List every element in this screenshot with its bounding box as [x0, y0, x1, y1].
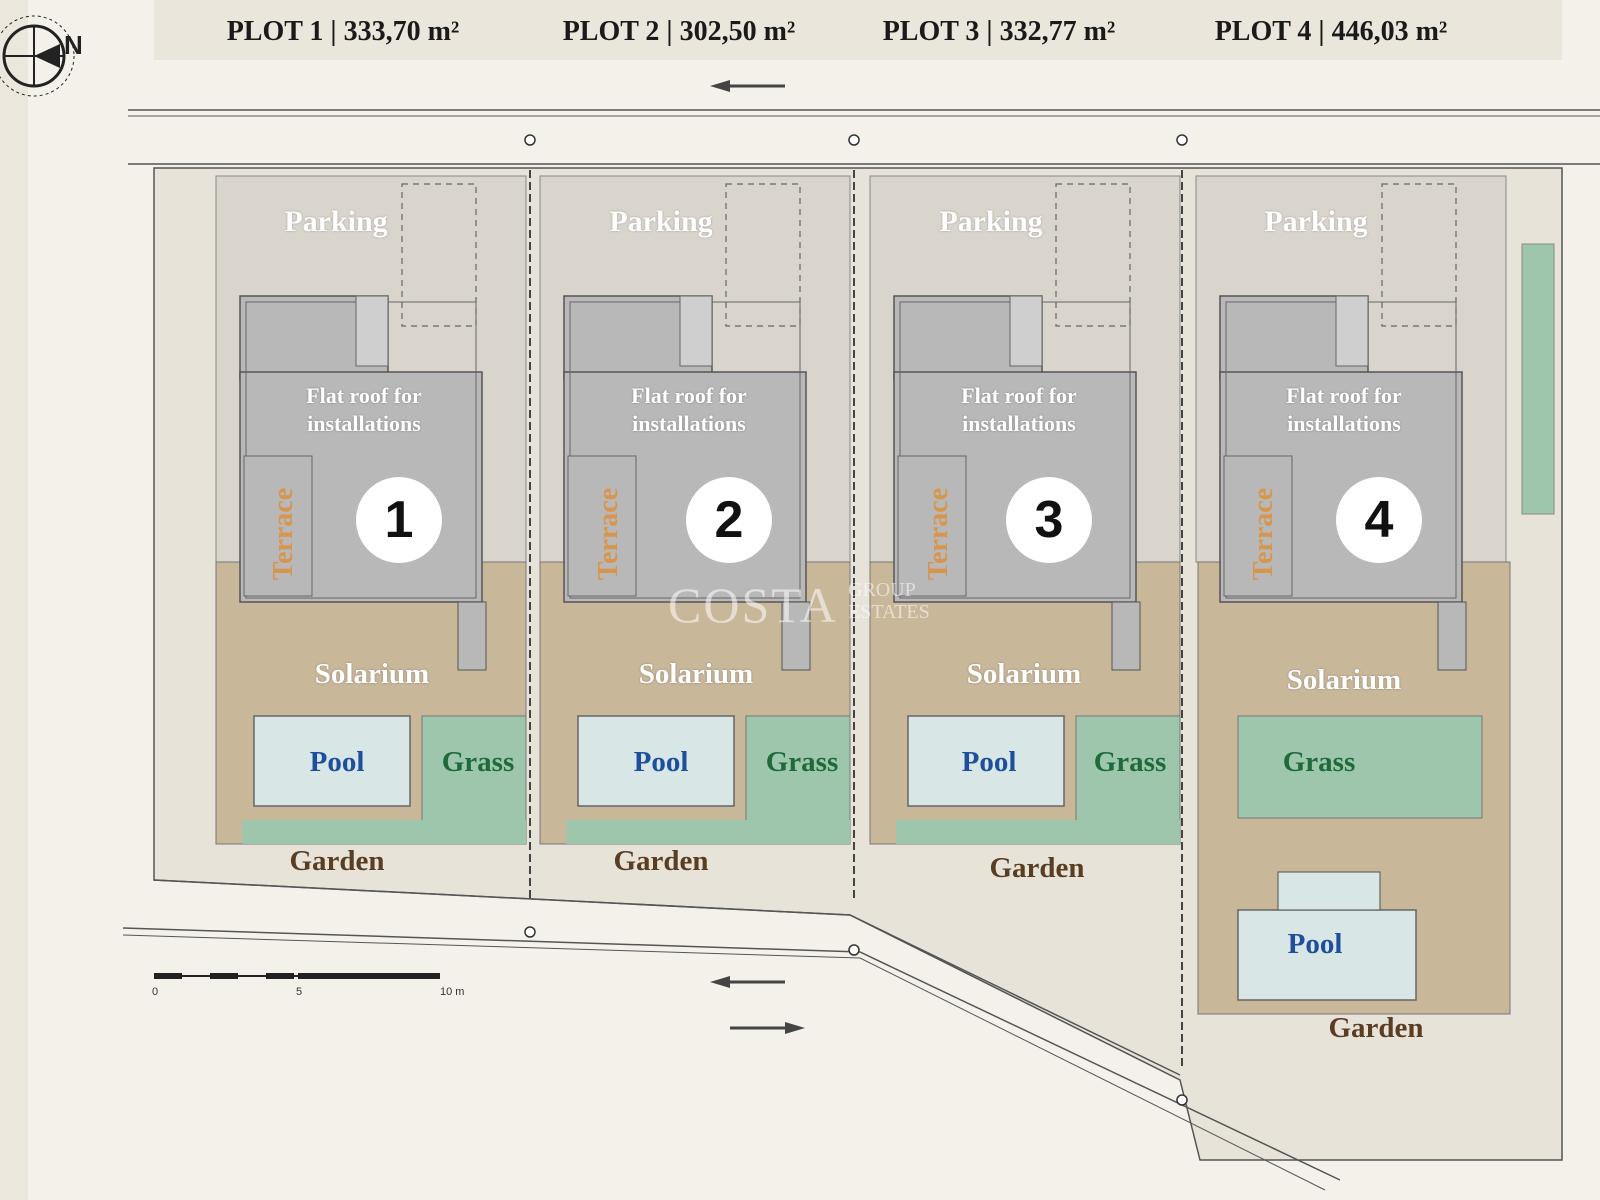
left-margin-strip	[0, 0, 28, 1200]
scale-label-0: 0	[152, 986, 159, 998]
plot-3-terrace-label: Terrace	[923, 487, 954, 581]
plot-1-stairs	[355, 295, 389, 367]
plot-2-flat-roof-label: Flat roof for installations	[631, 383, 747, 436]
plot-2-terrace	[567, 455, 637, 597]
plot-4-parking-bay	[1381, 183, 1457, 327]
plot-4-grass-label: Grass	[1282, 746, 1356, 778]
plot-1-chimney	[457, 601, 487, 671]
divider-3-bottom-marker	[1176, 1094, 1188, 1106]
plot-1-solarium-label: Solarium	[314, 658, 430, 690]
road-edge-bottom-2	[122, 934, 1326, 1191]
plot-2-chimney	[781, 601, 811, 671]
plot-3-parking-bay	[1055, 183, 1131, 327]
plot-4-side-strip	[1521, 243, 1555, 515]
plot-2-parking-bay	[725, 183, 801, 327]
plot-1-grass-label: Grass	[441, 746, 515, 778]
arrow-right-bottom	[730, 1022, 805, 1034]
plot-2-pool	[577, 715, 735, 807]
plot-2-terrace-label: Terrace	[593, 487, 624, 581]
site-boundary-bottom	[153, 879, 1181, 1076]
plot-3-terrace	[897, 455, 967, 597]
plot-3-solarium-label: Solarium	[966, 658, 1082, 690]
plot-3-chimney	[1111, 601, 1141, 671]
compass-icon	[0, 15, 75, 97]
compass-north-label: N	[64, 30, 83, 60]
plot-4-garden-label: Garden	[1328, 1012, 1424, 1044]
plot-4-stairs	[1335, 295, 1369, 367]
plot-4-terrace	[1223, 455, 1293, 597]
plot-4-grass	[1237, 715, 1483, 819]
plot-1-pool	[253, 715, 411, 807]
scale-label-5: 5	[296, 986, 303, 998]
plot-1-flat-roof-label: Flat roof for installations	[306, 383, 422, 436]
divider-3-top-marker	[1176, 134, 1188, 146]
plot-2-stairs	[679, 295, 713, 367]
plot-3-flat-roof-label: Flat roof for installations	[961, 383, 1077, 436]
divider-2-top-marker	[848, 134, 860, 146]
divider-1-bottom-marker	[524, 926, 536, 938]
plot-1-parking-bay	[401, 183, 477, 327]
plots-layer	[215, 175, 1555, 1015]
plot-3-pool-label: Pool	[961, 746, 1017, 778]
plot-2-number-badge: 2	[686, 477, 772, 563]
plot-4-parking-label: Parking	[1264, 205, 1368, 238]
plot-1-grass-strip	[242, 820, 526, 844]
plot-3-pool	[907, 715, 1065, 807]
plot-3-title: PLOT 3 | 332,77 m²	[882, 16, 1116, 47]
plot-1-title: PLOT 1 | 333,70 m²	[226, 16, 460, 47]
plot-dividers	[524, 134, 1188, 1106]
watermark-estates-text: ESTATES	[848, 601, 930, 623]
plot-4-pool	[1237, 909, 1417, 1001]
plot-4-flat-roof-label: Flat roof for installations	[1286, 383, 1402, 436]
scale-bar	[154, 973, 440, 979]
arrow-left-bottom	[710, 976, 785, 988]
plot-area-header	[154, 0, 1562, 60]
plot-2-garden-label: Garden	[613, 845, 709, 877]
plot-2-grass-label: Grass	[765, 746, 839, 778]
plot-4-number-badge: 4	[1336, 477, 1422, 563]
plot-2-parking-label: Parking	[609, 205, 713, 238]
plot-4-solarium-label: Solarium	[1286, 664, 1402, 696]
plot-4-pool-label: Pool	[1287, 928, 1343, 960]
watermark-group-text: GROUP	[848, 579, 916, 601]
plot-3-garden-label: Garden	[989, 852, 1085, 884]
plot-3-parking-label: Parking	[939, 205, 1043, 238]
divider-2-bottom-marker	[848, 944, 860, 956]
plot-1-pool-label: Pool	[309, 746, 365, 778]
plot-1-garden-label: Garden	[289, 845, 385, 877]
plot-4-chimney	[1437, 601, 1467, 671]
plot-3-stairs	[1009, 295, 1043, 367]
plot-1-number-badge: 1	[356, 477, 442, 563]
plot-2-title: PLOT 2 | 302,50 m²	[562, 16, 796, 47]
plot-2-pool-label: Pool	[633, 746, 689, 778]
arrow-left-top	[710, 80, 785, 92]
plot-1-parking-label: Parking	[284, 205, 388, 238]
scale-label-10: 10 m	[440, 986, 465, 998]
plot-3-number-badge: 3	[1006, 477, 1092, 563]
plot-3-grass-label: Grass	[1093, 746, 1167, 778]
plot-2-grass-strip	[566, 820, 850, 844]
plot-1-terrace	[243, 455, 313, 597]
plot-4-pool-steps	[1277, 871, 1381, 911]
plot-1-terrace-label: Terrace	[268, 487, 299, 581]
plot-4-title: PLOT 4 | 446,03 m²	[1214, 16, 1448, 47]
plot-4-terrace-label: Terrace	[1248, 487, 1279, 581]
plot-2-solarium-label: Solarium	[638, 658, 754, 690]
watermark-logo-text: COSTA	[668, 577, 838, 633]
plot-3-grass-strip	[896, 820, 1180, 844]
divider-1-top-marker	[524, 134, 536, 146]
